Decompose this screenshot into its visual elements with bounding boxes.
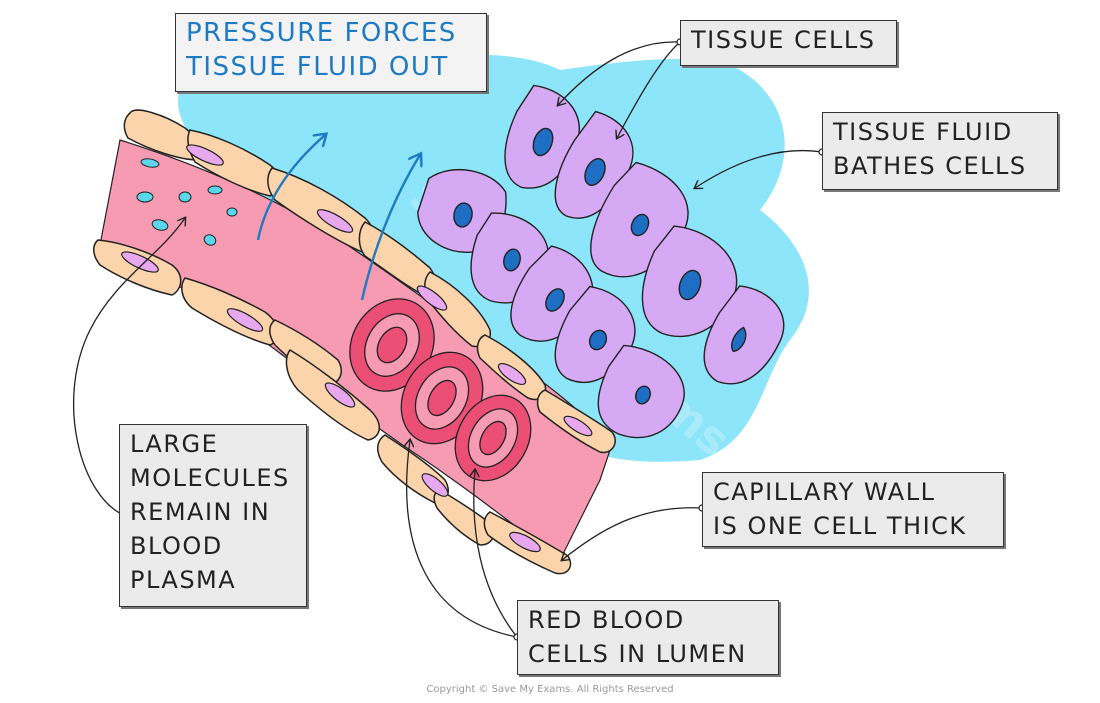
label-tissue-cells: TISSUE CELLS — [680, 20, 897, 66]
label-large-molecules-line-3: REMAIN IN — [130, 498, 271, 526]
label-tissue-fluid-line-2: BATHES CELLS — [833, 152, 1027, 180]
red-blood-cell — [454, 394, 532, 482]
pressure-arrow — [256, 135, 325, 241]
label-pressure-line-1: PRESSURE FORCES — [186, 18, 457, 48]
wall-nuclei-lower — [121, 251, 541, 553]
pointer-tissue-cells — [558, 41, 681, 105]
label-red-blood-cells-line-2: CELLS IN LUMEN — [528, 640, 747, 668]
pointer-rbc-1 — [407, 440, 518, 638]
tissue-cells — [417, 84, 785, 439]
label-red-blood-cells: RED BLOOD CELLS IN LUMEN — [517, 600, 779, 675]
pointer-tissue-cells-2 — [617, 41, 681, 138]
label-pressure-line-2: TISSUE FLUID OUT — [186, 52, 449, 82]
pointer-large-molecules — [72, 218, 185, 518]
pointer-rbc-2 — [474, 470, 518, 638]
wall-nuclei-upper — [186, 144, 593, 437]
large-molecules — [136, 158, 238, 246]
label-tissue-fluid: TISSUE FLUID BATHES CELLS — [822, 112, 1058, 190]
label-capillary-wall-line-1: CAPILLARY WALL — [713, 478, 936, 506]
pressure-arrows — [256, 135, 420, 301]
label-large-molecules-line-1: LARGE — [130, 430, 219, 458]
label-tissue-fluid-line-1: TISSUE FLUID — [833, 118, 1013, 146]
label-large-molecules-line-5: PLASMA — [130, 566, 237, 594]
tissue-cell — [597, 344, 685, 439]
label-capillary-wall: CAPILLARY WALL IS ONE CELL THICK — [702, 472, 1004, 547]
label-pressure: PRESSURE FORCES TISSUE FLUID OUT — [175, 13, 487, 92]
red-blood-cell — [349, 298, 435, 392]
label-large-molecules-line-2: MOLECULES — [130, 464, 290, 492]
pointer-capillary-wall — [562, 507, 703, 560]
label-large-molecules: LARGE MOLECULES REMAIN IN BLOOD PLASMA — [119, 424, 307, 607]
pointer-lines — [72, 41, 823, 638]
tissue-cell — [703, 285, 785, 385]
label-red-blood-cells-line-1: RED BLOOD — [528, 606, 685, 634]
red-blood-cells — [349, 298, 532, 482]
tissue-cell — [641, 225, 738, 338]
label-tissue-cells-line-1: TISSUE CELLS — [691, 26, 876, 54]
pressure-arrow — [360, 155, 420, 301]
copyright-text: Copyright © Save My Exams. All Rights Re… — [426, 684, 674, 695]
label-capillary-wall-line-2: IS ONE CELL THICK — [713, 512, 967, 540]
pointer-tissue-fluid — [695, 149, 823, 188]
label-large-molecules-line-4: BLOOD — [130, 532, 223, 560]
tissue-cell — [504, 84, 580, 189]
